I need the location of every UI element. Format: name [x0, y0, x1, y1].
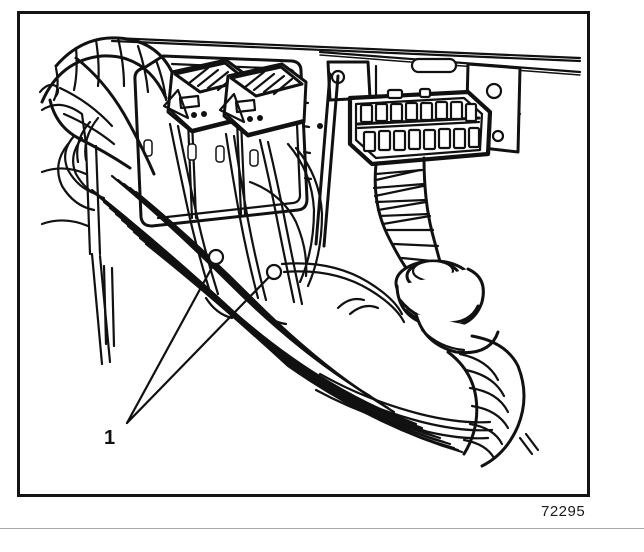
- wire-bundle-main: [57, 116, 494, 454]
- data-link-connector: [347, 87, 493, 167]
- callout-leader-lines: [125, 248, 283, 425]
- line-art-canvas: [38, 36, 582, 468]
- relay-connector-right: [218, 62, 308, 138]
- left-panel-edge: [40, 103, 112, 366]
- corrugated-conduit-upper-left: [38, 36, 174, 176]
- rubber-grommet: [394, 259, 500, 355]
- dlc-harness-loom: [372, 156, 446, 278]
- figure-id-number: 72295: [541, 503, 586, 520]
- bottom-separator-rule: [0, 528, 644, 529]
- callout-1-label: 1: [104, 427, 116, 449]
- corrugated-conduit-lower-right: [446, 334, 540, 468]
- figure-frame: [17, 11, 590, 497]
